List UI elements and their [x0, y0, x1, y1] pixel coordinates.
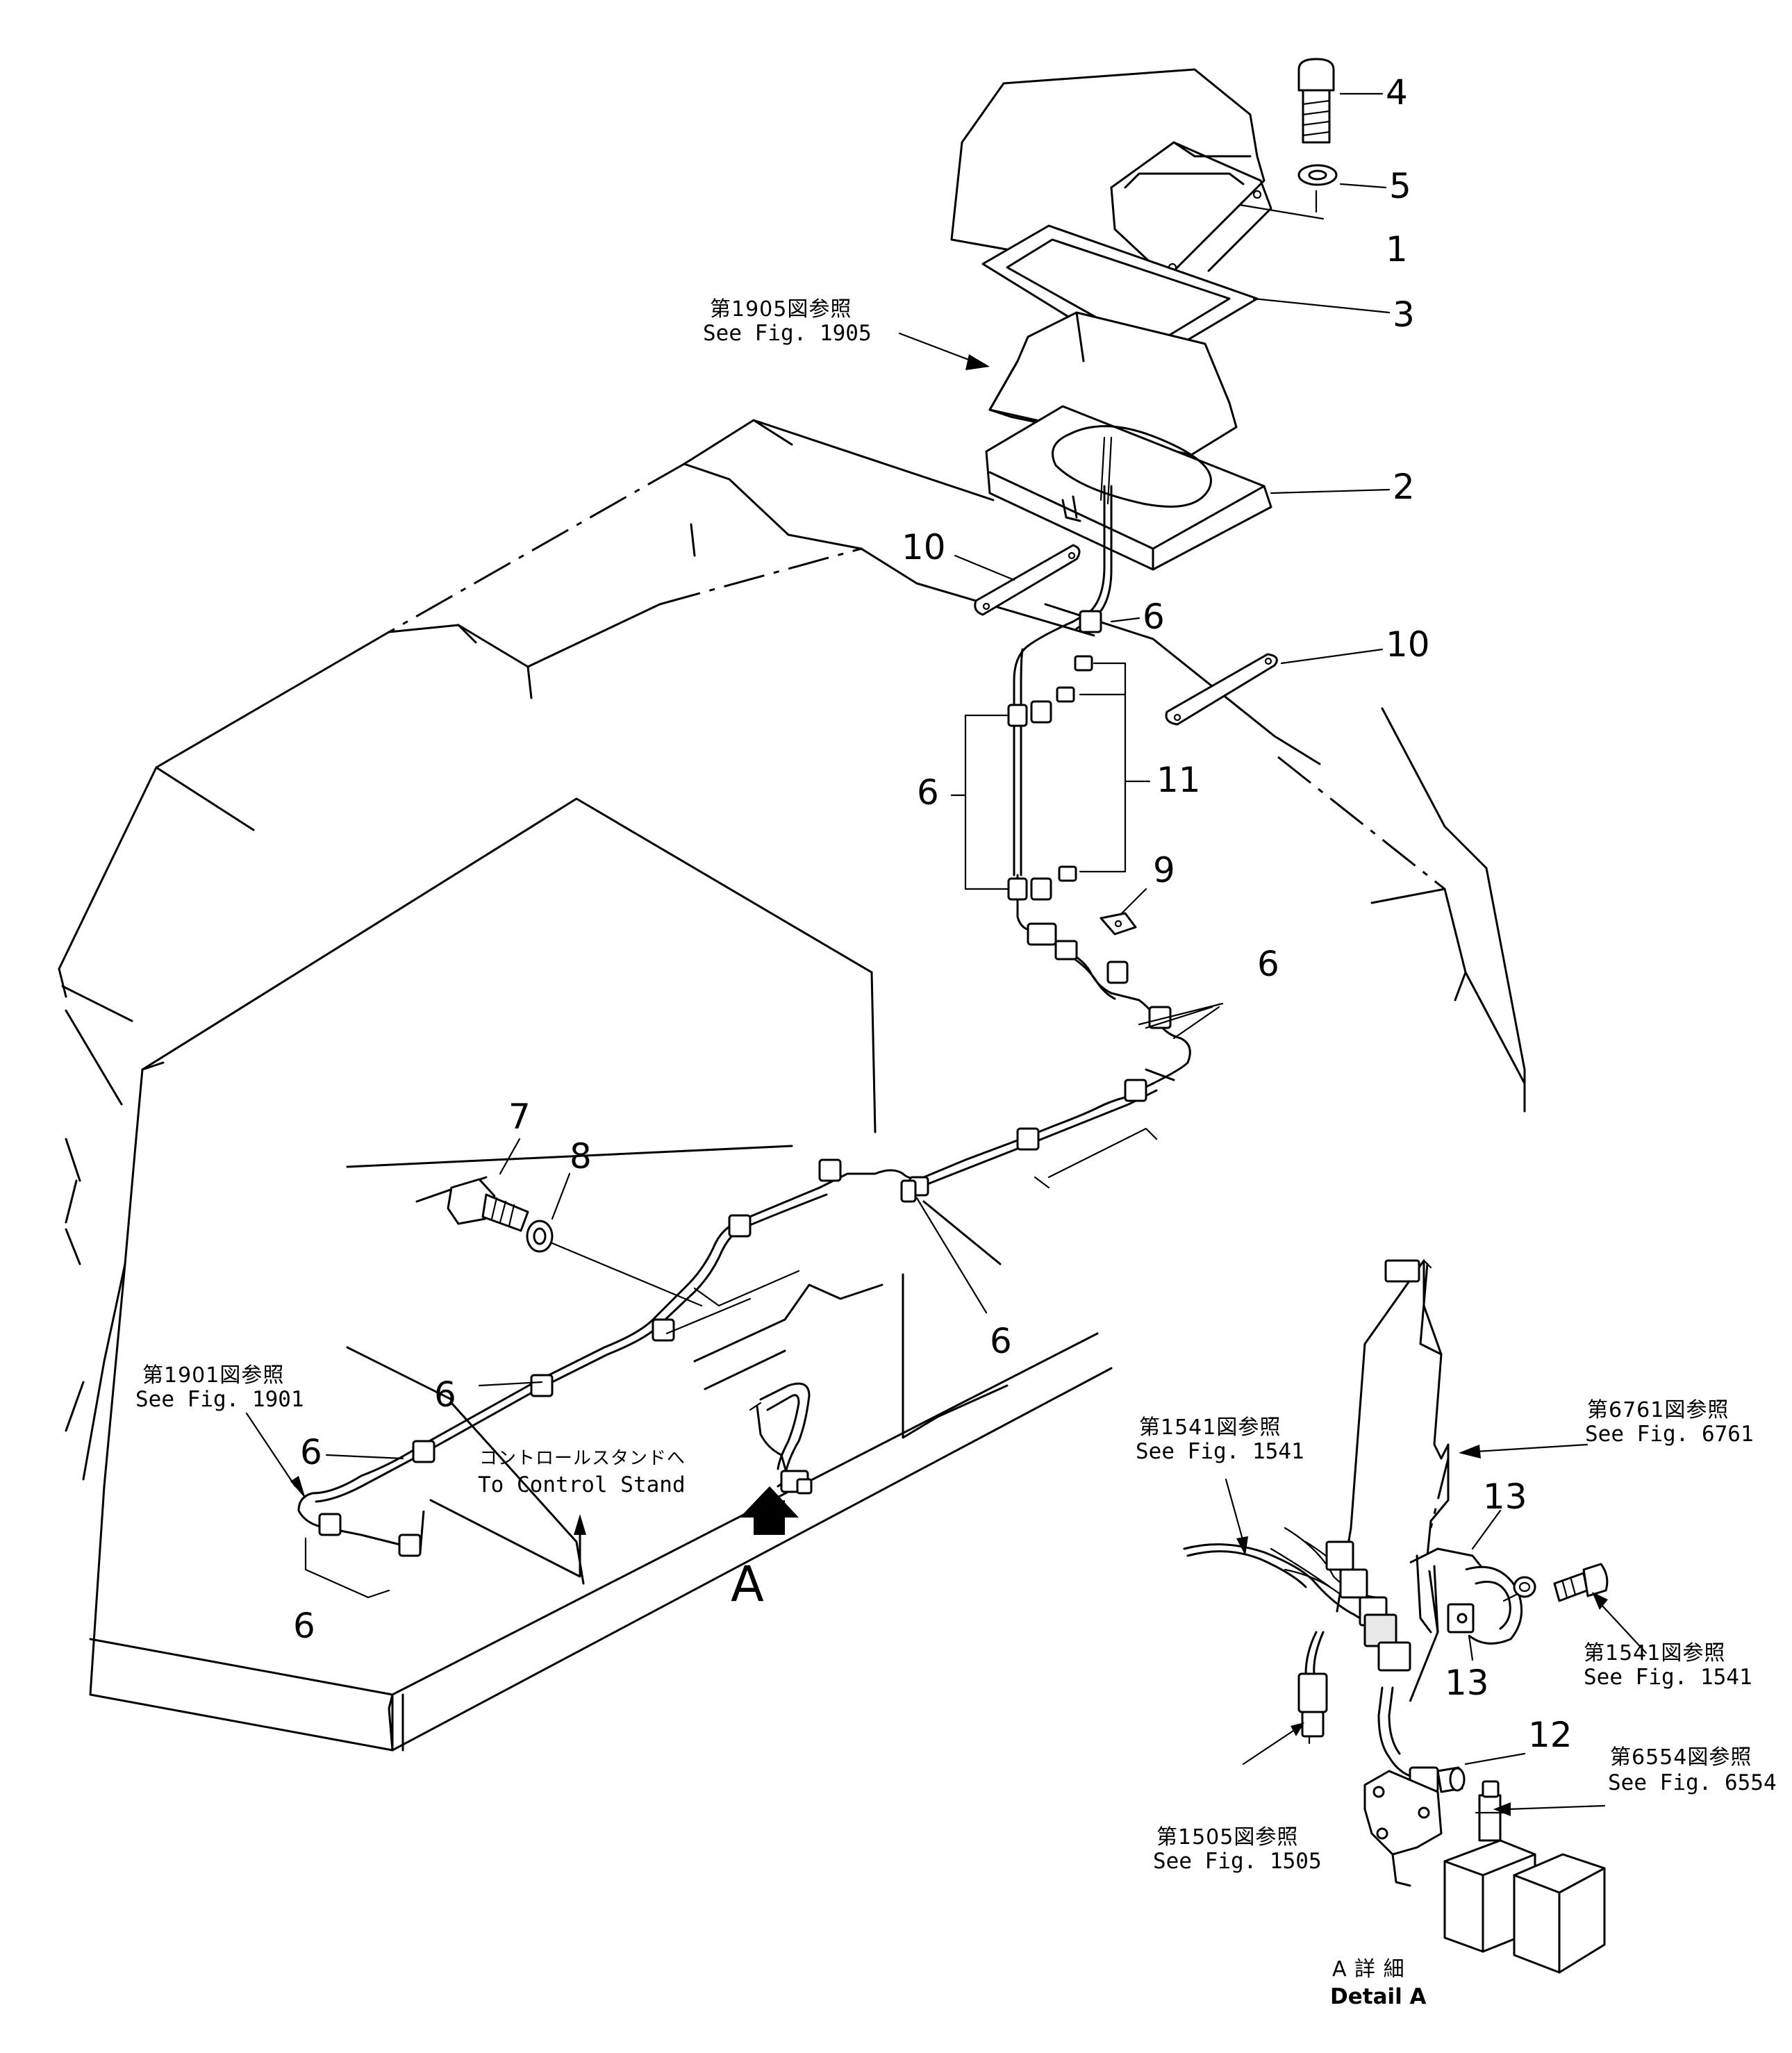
ref-1541-top-en: See Fig. 1541 [1136, 1439, 1304, 1464]
ref-1905-jp: 第1905図参照 [710, 297, 852, 322]
part-5-washer [1297, 164, 1387, 213]
view-a-arrow [740, 1486, 799, 1535]
harness-section-a [749, 1382, 813, 1495]
part-9-bracket [1100, 891, 1144, 936]
callout-13-top: 13 [1483, 1477, 1527, 1517]
ref-6761-en: See Fig. 6761 [1585, 1422, 1754, 1447]
wiring-harness [297, 485, 1191, 1557]
callout-12: 12 [1528, 1715, 1573, 1755]
callout-11: 11 [1156, 760, 1201, 800]
control-stand-en: To Control Stand [478, 1472, 686, 1497]
control-stand-label: コントロールスタンドへ To Control Stand [478, 1448, 686, 1497]
view-marker-a: A [731, 1556, 764, 1613]
control-stand-jp: コントロールスタンドへ [479, 1448, 686, 1469]
figure-references: 第1905図参照 See Fig. 1905 第1901図参照 See Fig.… [135, 297, 1777, 1874]
callout-1: 1 [1386, 229, 1408, 269]
detail-a-drawing [1183, 1259, 1609, 1974]
callout-6-center: 6 [990, 1321, 1012, 1361]
leader-lines [245, 332, 1648, 1816]
ref-1541-right-en: See Fig. 1541 [1584, 1665, 1752, 1690]
part-6-clips [318, 610, 1172, 1557]
callout-7: 7 [508, 1097, 531, 1137]
control-stand-pointer [429, 1499, 586, 1578]
callout-6-right: 6 [1257, 944, 1279, 984]
callout-10-right: 10 [1386, 624, 1430, 665]
callout-2: 2 [1393, 467, 1415, 507]
detail-a-caption: A 詳 細 Detail A [1330, 1957, 1427, 2009]
machine-body-outline [58, 419, 1526, 1752]
part-4-bolt [1297, 58, 1384, 144]
callout-10-left: 10 [902, 527, 946, 567]
callout-6-left-bracket: 6 [917, 772, 939, 813]
part-1-hood [950, 68, 1325, 279]
callout-6-top: 6 [1143, 597, 1165, 637]
callout-4: 4 [1386, 72, 1408, 113]
cover-assembly [950, 58, 1391, 571]
part-10-strap-right [1165, 648, 1384, 726]
callout-numbers: 1 2 3 4 5 6 6 6 6 6 6 6 6 7 8 9 10 10 11… [293, 72, 1573, 1755]
ref-1505-en: See Fig. 1505 [1153, 1849, 1322, 1874]
ref-1541-top-jp: 第1541図参照 [1139, 1415, 1281, 1440]
part-7-bolt [447, 1138, 529, 1232]
ref-1541-right-jp: 第1541図参照 [1584, 1641, 1725, 1665]
callout-3: 3 [1393, 294, 1415, 335]
ref-6554-jp: 第6554図参照 [1610, 1745, 1752, 1770]
part-11-grommets [1056, 655, 1093, 882]
callout-6-bottom: 6 [293, 1606, 315, 1646]
callout-6-lower-left: 6 [300, 1432, 322, 1472]
part-2-pad [985, 405, 1391, 571]
ref-6761-jp: 第6761図参照 [1587, 1398, 1729, 1422]
callout-9: 9 [1153, 850, 1175, 890]
callout-6-mid-left: 6 [434, 1374, 456, 1415]
part-10-strap-left [954, 544, 1081, 616]
callout-8: 8 [570, 1136, 592, 1177]
part-8-washer [526, 1172, 703, 1307]
ref-1505-jp: 第1505図参照 [1156, 1825, 1298, 1850]
callout-13-bottom: 13 [1445, 1663, 1489, 1703]
detail-a-jp: A 詳 細 [1332, 1957, 1405, 1981]
ref-1901-jp: 第1901図参照 [142, 1363, 284, 1388]
ref-1901-en: See Fig. 1901 [135, 1387, 304, 1412]
detail-a-en: Detail A [1330, 1984, 1427, 2009]
callout-5: 5 [1389, 166, 1411, 206]
ref-6554-en: See Fig. 6554 [1608, 1770, 1777, 1795]
harness-connector [900, 1179, 1002, 1265]
ref-1905-en: See Fig. 1905 [703, 321, 872, 346]
